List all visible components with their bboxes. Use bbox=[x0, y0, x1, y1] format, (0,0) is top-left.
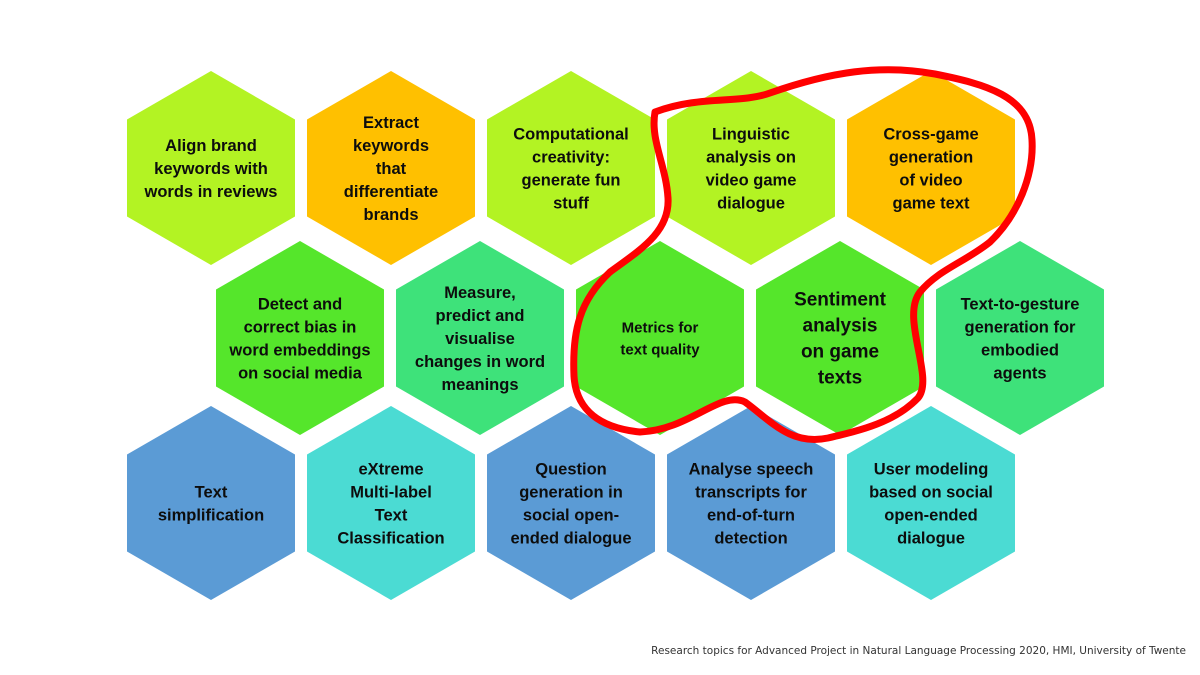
hexagon-label-line: brands bbox=[363, 206, 418, 224]
hexagon-computational-creativity: Computational creativity: generate fun stuf… bbox=[487, 71, 655, 265]
hexagon-label-line: word embeddings bbox=[228, 341, 370, 359]
hexagon-label-line: generation for bbox=[965, 318, 1077, 336]
hexagon-label-line: keywords bbox=[353, 137, 429, 155]
hexagon-label-line: Text-to-gesture bbox=[961, 295, 1080, 313]
hexagon-shape bbox=[576, 241, 744, 435]
hexagon-label-line: predict and bbox=[436, 307, 525, 325]
hexagon-label-line: text quality bbox=[620, 341, 700, 358]
hexagon-measure-word-meanings: Measure, predict and visualise changes in w… bbox=[396, 241, 564, 435]
hexagon-label-line: social open- bbox=[523, 506, 619, 524]
hexagon-label-line: Align brand bbox=[165, 137, 257, 155]
hexagon-label-line: Extract bbox=[363, 114, 419, 132]
hexagon-extract-keywords: Extract keywords that differentiate brands bbox=[307, 71, 475, 265]
hexagon-linguistic-analysis: Linguistic analysis on video game dialogue bbox=[667, 71, 835, 265]
hexagon-label-line: generation bbox=[889, 148, 973, 166]
hexagon-label-line: Question bbox=[535, 460, 607, 478]
hexagon-shape bbox=[487, 406, 655, 600]
hexagon-cross-game-generation: Cross-game generation of video game text bbox=[847, 71, 1015, 265]
hexagon-label-line: changes in word bbox=[415, 353, 545, 371]
hexagon-user-modeling: User modeling based on social open-ended di… bbox=[847, 406, 1015, 600]
hexagon-label-line: generation in bbox=[519, 483, 623, 501]
hexagon-label-line: Computational bbox=[513, 125, 629, 143]
hexagon-label-line: Metrics for bbox=[622, 319, 699, 336]
hexagon-shape bbox=[756, 241, 924, 435]
hexagon-shape bbox=[307, 406, 475, 600]
hexagon-label-line: transcripts for bbox=[695, 483, 807, 501]
hexagon-shape bbox=[847, 406, 1015, 600]
hexagon-shape bbox=[127, 71, 295, 265]
hexagon-label-line: dialogue bbox=[897, 529, 965, 547]
hexagon-label-line: words in reviews bbox=[144, 183, 278, 201]
hexagon-label-line: texts bbox=[818, 368, 862, 389]
hexagon-label-line: Sentiment bbox=[794, 290, 887, 311]
hexagon-label-line: generate fun bbox=[521, 171, 620, 189]
caption: Research topics for Advanced Project in … bbox=[651, 645, 1186, 657]
hexagon-shape bbox=[307, 71, 475, 265]
hexagon-text-simplification: Text simplification bbox=[127, 406, 295, 600]
hexagon-label-line: video game bbox=[706, 171, 797, 189]
hexagon-label-line: Classification bbox=[337, 529, 444, 547]
hexagon-text-to-gesture: Text-to-gesture generation for embodied age… bbox=[936, 241, 1104, 435]
hexagon-label-line: differentiate bbox=[344, 183, 438, 201]
hexagon-label-line: creativity: bbox=[532, 148, 610, 166]
hexagon-label-line: on social media bbox=[238, 364, 363, 382]
hexagon-label-line: embodied bbox=[981, 341, 1059, 359]
hexagon-label-line: dialogue bbox=[717, 194, 785, 212]
hexagon-label-line: Cross-game bbox=[883, 125, 978, 143]
hexagon-shape bbox=[667, 406, 835, 600]
hexagon-label-line: ended dialogue bbox=[510, 529, 631, 547]
highlight-outline bbox=[570, 66, 1036, 443]
hexagon-detect-correct-bias: Detect and correct bias in word embeddings… bbox=[216, 241, 384, 435]
hexagon-label-line: meanings bbox=[441, 376, 518, 394]
hexagon-label-line: eXtreme bbox=[358, 460, 423, 478]
hexagon-label-line: analysis bbox=[803, 316, 878, 337]
hexagon-label-line: visualise bbox=[445, 330, 515, 348]
hexagon-shape bbox=[936, 241, 1104, 435]
hexagon-label-line: simplification bbox=[158, 506, 264, 524]
hexagon-shape bbox=[396, 241, 564, 435]
hexagon-label-line: Multi-label bbox=[350, 483, 432, 501]
hexagon-label-line: correct bias in bbox=[244, 318, 357, 336]
hexagon-label-line: Detect and bbox=[258, 295, 342, 313]
hexagon-shape bbox=[667, 71, 835, 265]
hexagon-label-line: stuff bbox=[553, 194, 589, 212]
hexagon-label-line: User modeling bbox=[874, 460, 989, 478]
hexagon-question-generation: Question generation in social open-ended d… bbox=[487, 406, 655, 600]
hexagon-label-line: Measure, bbox=[444, 284, 516, 302]
hexagon-label-line: Linguistic bbox=[712, 125, 790, 143]
hexagon-label-line: keywords with bbox=[154, 160, 268, 178]
hexagon-analyse-speech: Analyse speech transcripts for end-of-turn… bbox=[667, 406, 835, 600]
hexagon-label-line: that bbox=[376, 160, 407, 178]
hexagon-sentiment-analysis: Sentiment analysis on game texts bbox=[756, 241, 924, 435]
hexagon-label-line: game text bbox=[892, 194, 970, 212]
hexagon-align-brand-keywords: Align brand keywords with words in reviews bbox=[127, 71, 295, 265]
hexagon-shape bbox=[216, 241, 384, 435]
hexagon-label-line: end-of-turn bbox=[707, 506, 795, 524]
hexagon-label-line: based on social bbox=[869, 483, 993, 501]
hexagon-shape bbox=[127, 406, 295, 600]
hexagon-label-line: Text bbox=[375, 506, 408, 524]
hexagon-label-line: analysis on bbox=[706, 148, 796, 166]
hexagon-shape bbox=[847, 71, 1015, 265]
hexagon-label-line: of video bbox=[899, 171, 962, 189]
hexagon-label-line: Analyse speech bbox=[689, 460, 814, 478]
hexagon-label-line: open-ended bbox=[884, 506, 978, 524]
hexagon-label-line: agents bbox=[993, 364, 1046, 382]
hexagon-label-line: on game bbox=[801, 342, 879, 363]
hexagon-shape bbox=[487, 71, 655, 265]
hexagon-metrics-text-quality: Metrics for text quality bbox=[576, 241, 744, 435]
hexagon-label-line: detection bbox=[714, 529, 787, 547]
hexagon-label-line: Text bbox=[195, 483, 228, 501]
